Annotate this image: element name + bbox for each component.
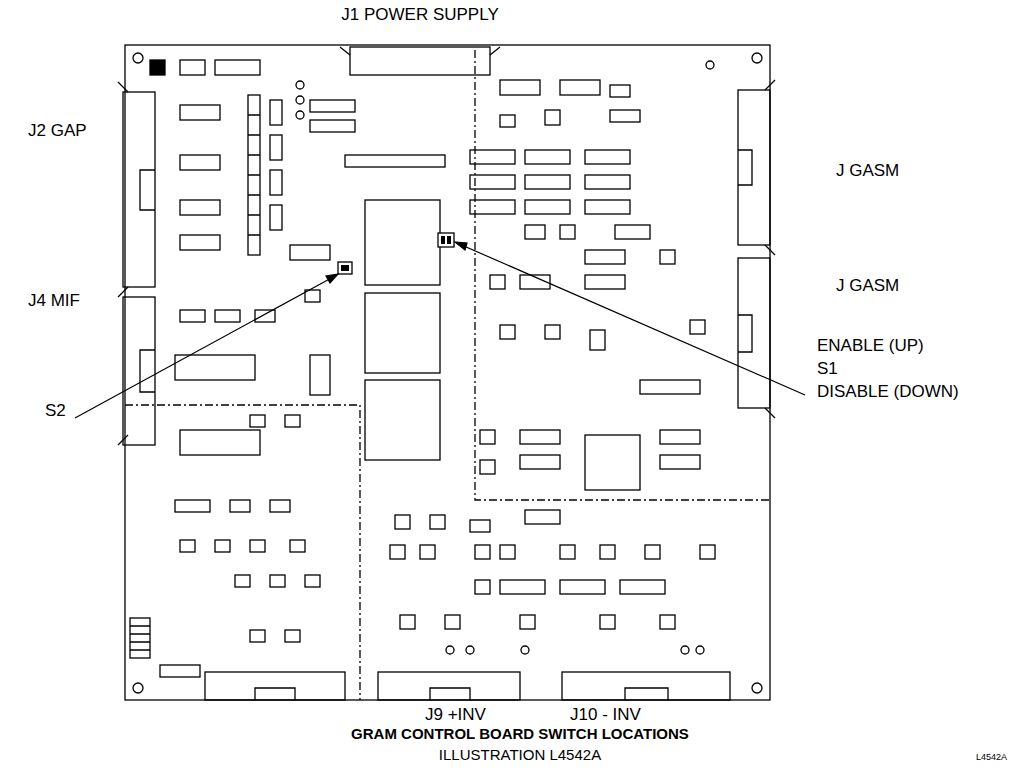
connector [738,90,770,245]
part-label: S1 [817,360,838,379]
part-label: J GASM [836,277,899,296]
part-label: J GASM [836,162,899,181]
connector [562,672,730,700]
part-label: J2 GAP [28,122,87,141]
connector [378,672,520,700]
part-label: J10 - INV [570,706,641,725]
leader-line [457,243,805,395]
board-outline [125,45,770,700]
connector [738,258,770,408]
part-label: J9 +INV [425,706,486,725]
leader-line [75,276,335,418]
figure-title: GRAM CONTROL BOARD SWITCH LOCATIONS [351,726,689,743]
connector [123,92,155,287]
part-label: ENABLE (UP) [817,337,924,356]
figure-caption: ILLUSTRATION L4542A [439,747,601,764]
connector [123,297,155,445]
connector [205,672,345,700]
part-label: J1 POWER SUPPLY [341,6,498,25]
switch-s2 [338,262,352,274]
switch-s1 [438,233,454,247]
connector [350,47,490,75]
part-label: L4542A [976,753,1007,763]
part-label: J4 MIF [28,292,80,311]
part-label: S2 [45,402,66,421]
part-label: DISABLE (DOWN) [817,383,959,402]
